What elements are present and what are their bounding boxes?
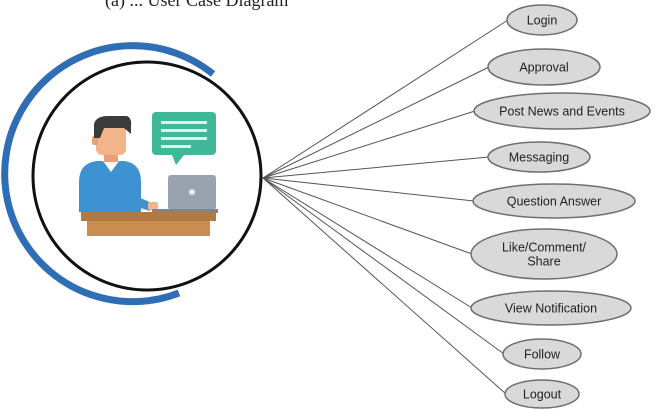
use-case-approval: Approval: [487, 48, 601, 86]
user-at-laptop-icon: [79, 112, 218, 236]
connector-line-approval: [262, 66, 490, 179]
connector-lines: [262, 19, 509, 395]
person-figure: [79, 116, 158, 212]
use-case-ellipse: [502, 338, 582, 370]
use-case-question-answer: Question Answer: [472, 183, 636, 219]
use-case-label: View Notification: [505, 302, 597, 316]
caption-text: (a) ... User Case Diagram: [105, 0, 288, 11]
use-case-ellipse: [470, 290, 632, 326]
use-case-ellipse: [506, 4, 578, 36]
use-case-label: Messaging: [509, 151, 569, 165]
use-case-label: Like/Comment/Share: [502, 241, 587, 269]
use-case-follow: Follow: [502, 338, 582, 370]
laptop-icon: [152, 175, 218, 213]
actor-user: [1, 42, 263, 306]
use-case-label: Logout: [523, 388, 562, 402]
use-case-post-news-and-events: Post News and Events: [473, 92, 651, 130]
speech-bubble-icon: [152, 112, 216, 165]
use-case-ellipse: [487, 48, 601, 86]
connector-line-post-news-and-events: [262, 110, 476, 179]
connector-line-like-comment-share: [262, 177, 473, 255]
use-case-label: Follow: [524, 348, 561, 362]
use-case-view-notification: View Notification: [470, 290, 632, 326]
use-case-ellipse: [470, 228, 618, 280]
connector-line-follow: [262, 177, 505, 355]
connector-line-login: [262, 19, 509, 179]
use-case-ellipse: [487, 141, 591, 173]
desk-icon: [81, 212, 216, 236]
use-case-login: Login: [506, 4, 578, 36]
caption: (a) ... User Case Diagram: [105, 0, 288, 11]
blue-arc-decoration: [1, 42, 216, 306]
use-case-messaging: Messaging: [487, 141, 591, 173]
use-case-label: Post News and Events: [499, 105, 625, 119]
connector-line-logout: [262, 177, 507, 395]
use-case-ellipse: [473, 92, 651, 130]
connector-line-view-notification: [262, 177, 473, 309]
use-case-like-comment-share: Like/Comment/Share: [470, 228, 618, 280]
use-case-logout: Logout: [504, 379, 580, 409]
use-case-label: Login: [527, 14, 558, 28]
use-case-ellipse: [504, 379, 580, 409]
connector-line-question-answer: [262, 177, 475, 202]
use-case-label: Question Answer: [507, 195, 602, 209]
connector-line-messaging: [262, 156, 490, 179]
actor-circle: [31, 60, 263, 292]
use-case-label: Approval: [519, 61, 568, 75]
use-case-ellipse: [472, 183, 636, 219]
